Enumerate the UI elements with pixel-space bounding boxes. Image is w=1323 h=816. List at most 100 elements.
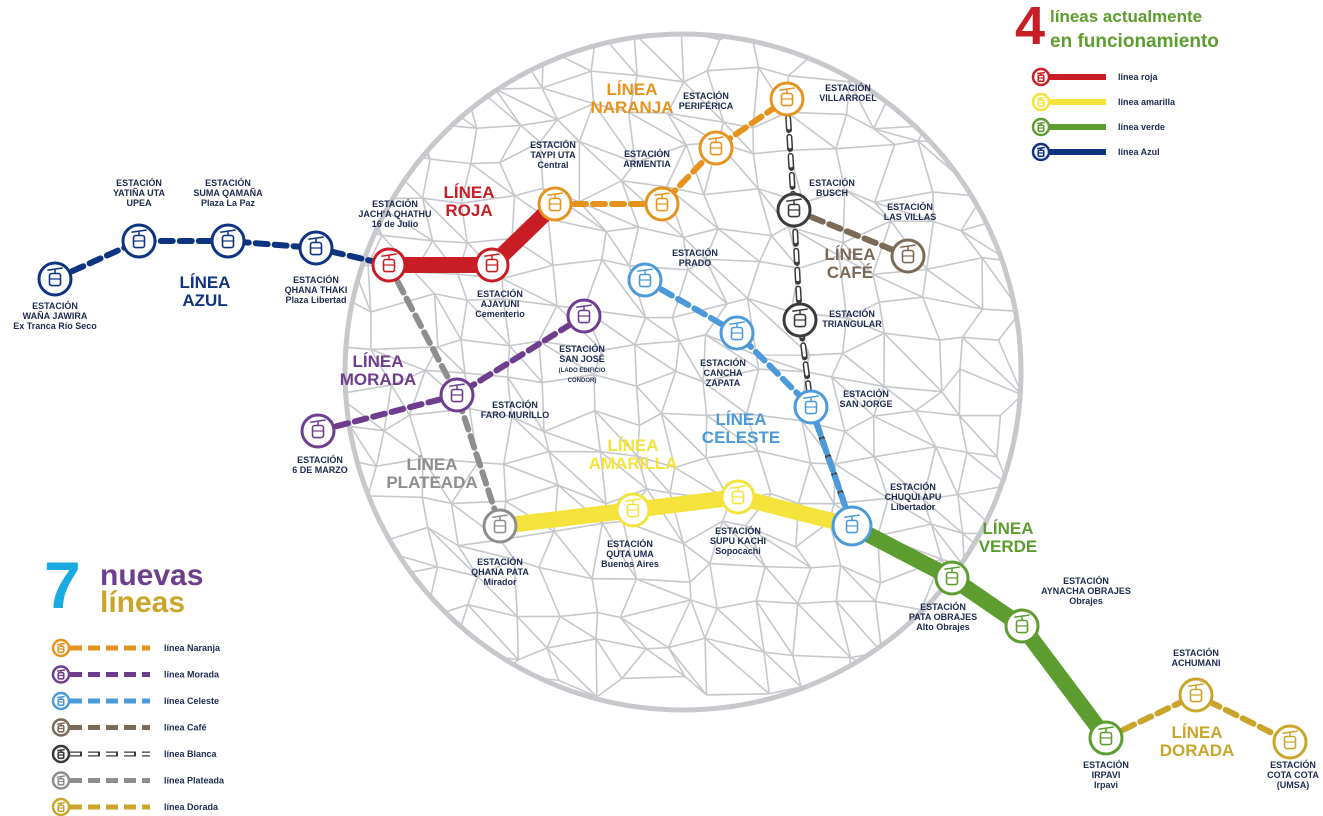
station-label-line: Mirador — [483, 577, 517, 587]
station-quta[interactable] — [615, 492, 651, 528]
station-villas[interactable] — [890, 238, 926, 274]
station-qhanapata[interactable] — [482, 508, 518, 544]
line-name-word: CELESTE — [702, 428, 780, 447]
station-qhana[interactable] — [298, 230, 334, 266]
station-label-line: ESTACIÓN — [920, 601, 966, 612]
station-label-line: TRIANGULAR — [822, 319, 882, 329]
station-label-line: ESTACIÓN — [809, 177, 855, 188]
station-label-line: CONDOR) — [568, 378, 597, 384]
station-triangular[interactable] — [782, 302, 818, 338]
station-supu[interactable] — [720, 479, 756, 515]
station-ajayuni[interactable] — [474, 247, 510, 283]
legend-new-item: línea Dorada — [51, 797, 219, 816]
station-label-line: CHUQUI APU — [885, 492, 942, 502]
current-heading-line1: líneas actualmente — [1050, 7, 1202, 26]
station-irpavi[interactable] — [1088, 720, 1124, 756]
station-label-line: Plaza La Paz — [201, 198, 256, 208]
line-name-word: LÍNEA — [608, 436, 659, 455]
station-label-line: VILLARROEL — [819, 93, 877, 103]
station-cota[interactable] — [1272, 724, 1308, 760]
legend-new-item: línea Café — [51, 718, 207, 737]
station-yatina[interactable] — [121, 223, 157, 259]
line-name-word: NARANJA — [590, 98, 673, 117]
station-periferica[interactable] — [698, 130, 734, 166]
station-label-line: ESTACIÓN — [1270, 759, 1316, 770]
station-label-line: SAN JOSÉ — [559, 354, 605, 364]
legend-current-item: línea roja — [1031, 67, 1159, 87]
station-label-line: CANCHA — [704, 368, 743, 378]
station-label-line: PRADO — [679, 258, 712, 268]
line-name-word: AZUL — [182, 291, 227, 310]
station-label-line: ESTACIÓN — [890, 481, 936, 492]
station-busch[interactable] — [776, 192, 812, 228]
station-label-line: JACH'A QHATHU — [358, 209, 431, 219]
station-villarroel[interactable] — [769, 81, 805, 117]
station-wana[interactable] — [37, 261, 73, 297]
station-label-line: ESTACIÓN — [32, 300, 78, 311]
line-name-word: VERDE — [979, 537, 1038, 556]
station-label-line: COTA COTA — [1267, 770, 1319, 780]
line-name-word: LÍNEA — [607, 80, 658, 99]
station-label-line: ESTACIÓN — [1083, 759, 1129, 770]
station-pata[interactable] — [934, 560, 970, 596]
station-faro[interactable] — [439, 377, 475, 413]
station-label-line: ESTACIÓN — [492, 399, 538, 410]
station-prado[interactable] — [627, 262, 663, 298]
station-taypi[interactable] — [537, 186, 573, 222]
station-label-line: ESTACIÓN — [700, 357, 746, 368]
line-name-word: CAFÉ — [827, 263, 873, 282]
line-name-word: LÍNEA — [1172, 723, 1223, 742]
station-jachka[interactable] — [371, 247, 407, 283]
legend-new-label: línea Celeste — [164, 696, 219, 706]
legend-new-item: línea Morada — [51, 665, 220, 684]
station-label-line: ESTACIÓN — [829, 308, 875, 319]
station-label-line: UPEA — [126, 198, 152, 208]
station-chuqui[interactable] — [831, 505, 873, 547]
station-aynacha[interactable] — [1004, 608, 1040, 644]
station-label-line: TAYPI UTA — [530, 150, 576, 160]
station-achumani[interactable] — [1178, 677, 1214, 713]
station-sanjose[interactable] — [566, 298, 602, 334]
station-suma[interactable] — [210, 223, 246, 259]
station-jorge[interactable] — [793, 389, 829, 425]
station-label-line: QHANA PATA — [471, 567, 529, 577]
station-cancha[interactable] — [719, 315, 755, 351]
station-marzo[interactable] — [300, 413, 336, 449]
station-label-line: Irpavi — [1094, 780, 1118, 790]
station-label-line: AYNACHA OBRAJES — [1041, 586, 1131, 596]
station-label-line: QHANA THAKI — [285, 285, 348, 295]
station-label-line: ESTACIÓN — [477, 288, 523, 299]
station-label-line: PATA OBRAJES — [909, 612, 977, 622]
station-label-line: Central — [537, 160, 568, 170]
station-label-line: IRPAVI — [1092, 770, 1121, 780]
station-armentia[interactable] — [644, 186, 680, 222]
station-label-line: ESTACIÓN — [559, 343, 605, 354]
station-label-line: LAS VILLAS — [884, 212, 937, 222]
legend-current-label: línea amarilla — [1118, 97, 1176, 107]
station-label-line: AJAYUNI — [481, 299, 520, 309]
station-label-line: BUSCH — [816, 188, 848, 198]
station-label-line: WAÑA JAWIRA — [23, 311, 88, 321]
station-label-line: Obrajes — [1069, 596, 1103, 606]
station-label-line: Ex Tranca Río Seco — [13, 321, 97, 331]
station-label-line: ESTACIÓN — [607, 538, 653, 549]
station-label-line: ESTACIÓN — [205, 177, 251, 188]
